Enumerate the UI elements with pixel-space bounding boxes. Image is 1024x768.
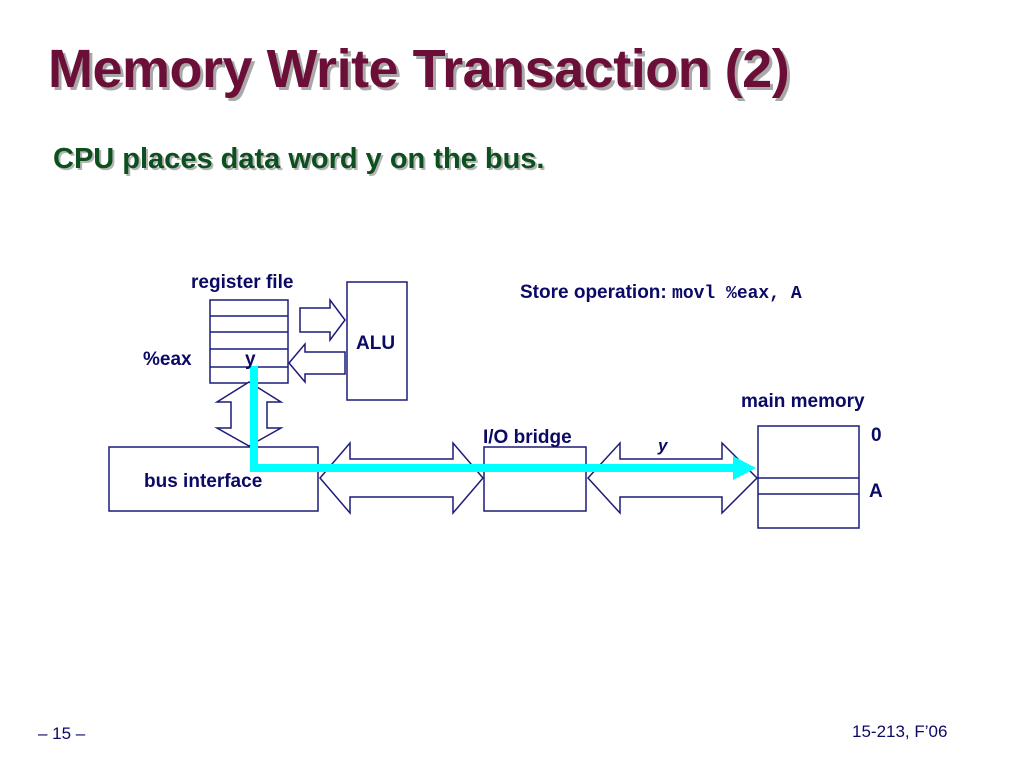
store-op-code: movl %eax, A [672, 284, 802, 304]
alu-to-regfile-arrow [288, 341, 346, 385]
main-memory-label: main memory [741, 391, 865, 412]
regfile-to-alu-arrow [299, 297, 346, 343]
regfile-bus-arrow [214, 381, 284, 447]
register-file-label: register file [191, 272, 294, 293]
main-memory-box [757, 425, 860, 529]
store-op-label: Store operation: [520, 282, 667, 303]
register-file-box [209, 299, 289, 384]
alu-box [346, 281, 408, 401]
alu-label: ALU [356, 333, 396, 354]
bus-interface-label: bus interface [144, 471, 263, 492]
slide-subtitle: CPU places data word y on the bus. [53, 143, 545, 175]
io-bridge-label: I/O bridge [483, 427, 572, 448]
data-path [250, 366, 736, 472]
bus-interface-box [108, 446, 319, 512]
course-label: 15-213, F’06 [852, 722, 948, 741]
store-operation: Store operation: movl %eax, A [520, 283, 802, 303]
memory-address-0: 0 [871, 425, 882, 446]
slide-title: Memory Write Transaction (2) [48, 39, 790, 99]
eax-label: %eax [143, 349, 192, 370]
eax-value: y [245, 349, 256, 370]
system-bus-arrow [319, 440, 484, 516]
memory-bus-arrow [586, 441, 759, 515]
memory-address-a: A [869, 481, 883, 502]
io-bridge-box [483, 446, 587, 512]
page-number: – 15 – [38, 724, 86, 743]
memory-bus-value: y [658, 436, 668, 455]
data-path-arrowhead [733, 456, 756, 480]
